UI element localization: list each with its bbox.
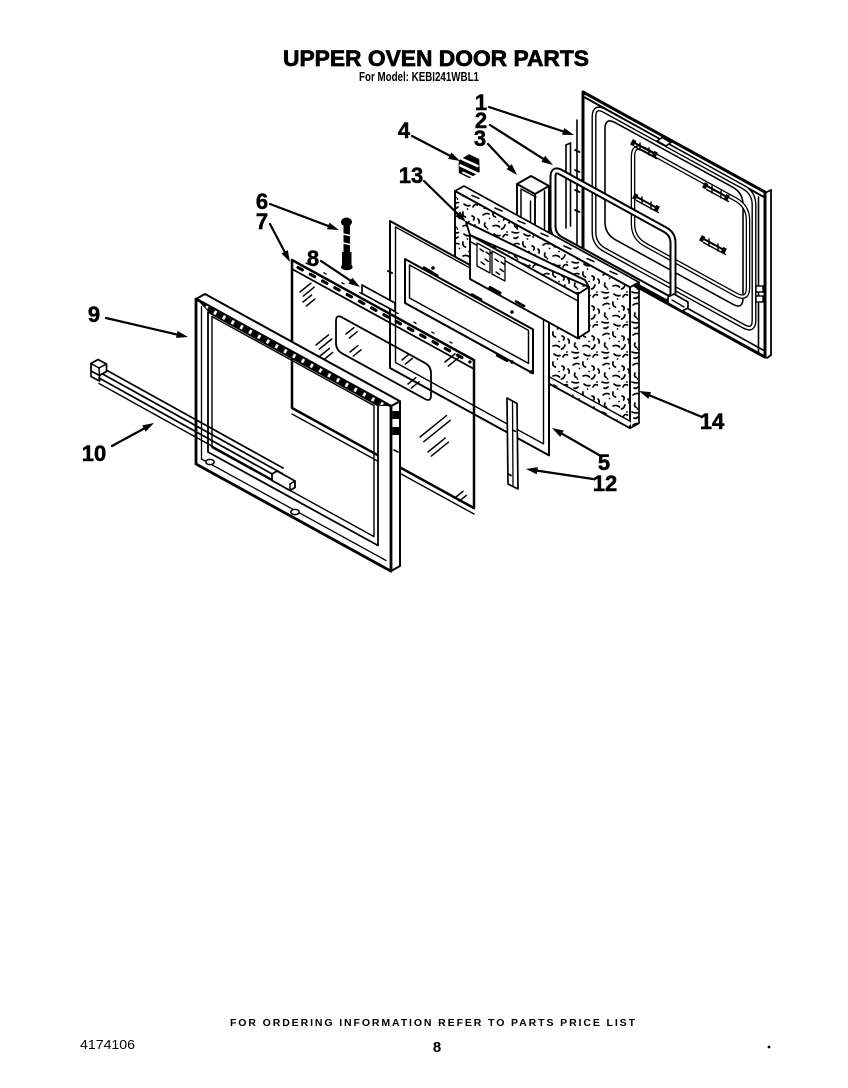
svg-text:10: 10 [82, 441, 106, 466]
svg-text:7: 7 [256, 209, 268, 234]
svg-text:8: 8 [433, 1039, 441, 1056]
svg-text:3: 3 [474, 126, 486, 151]
svg-text:6: 6 [256, 189, 268, 214]
svg-text:9: 9 [88, 302, 100, 327]
svg-text:12: 12 [593, 471, 617, 496]
svg-text:2: 2 [475, 108, 487, 133]
svg-text:4174106: 4174106 [80, 1037, 135, 1052]
svg-text:13: 13 [399, 163, 423, 188]
svg-text:For Model: KEBI241WBL1: For Model: KEBI241WBL1 [359, 70, 479, 84]
svg-text:UPPER OVEN DOOR PARTS: UPPER OVEN DOOR PARTS [283, 46, 589, 71]
svg-text:8: 8 [307, 246, 319, 271]
svg-text:5: 5 [598, 450, 610, 475]
svg-text:FOR ORDERING INFORMATION REFER: FOR ORDERING INFORMATION REFER TO PARTS … [230, 1017, 636, 1029]
svg-text:4: 4 [398, 118, 411, 143]
svg-text:14: 14 [700, 409, 725, 434]
svg-text:1: 1 [475, 90, 487, 115]
